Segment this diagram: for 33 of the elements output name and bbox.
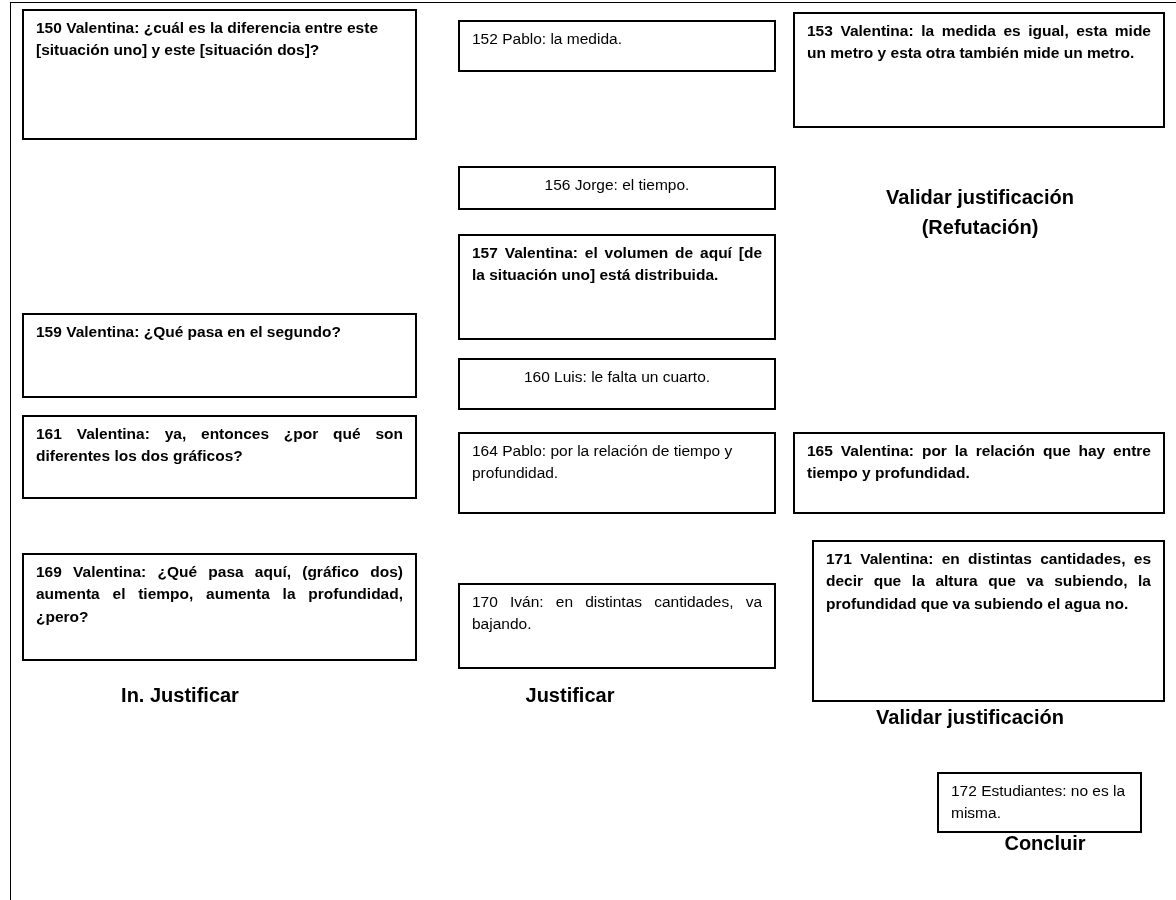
text-box [812,540,1165,702]
text-box [458,166,776,210]
dialogue-text: 171 Valentina: en distintas cantidades, es decir que la altura que va subiendo, la profundidad que va subiendo el agua no. [826,549,1151,614]
dialogue-text: 172 Estudiantes: no es la misma. [951,781,1127,824]
dialogue-text: 156 Jorge: el tiempo. [543,175,691,195]
dialogue-text: 169 Valentina: ¿Qué pasa aquí, (gráfico dos) aumenta el tiempo, aumenta la profundidad, ¿pero? [36,562,403,627]
text-box [22,415,417,499]
text-box [22,553,417,661]
category-label: In. Justificar [120,683,240,708]
text-box [458,20,776,72]
text-box [793,432,1165,514]
dialogue-text: 161 Valentina: ya, entonces ¿por qué son diferentes los dos gráficos? [36,424,403,467]
dialogue-text: 170 Iván: en distintas cantidades, va bajando. [472,592,762,635]
text-box [937,772,1142,833]
text-box [22,313,417,398]
text-box [458,234,776,340]
dialogue-text: 153 Valentina: la medida es igual, esta mide un metro y esta otra también mide un metro. [807,21,1151,64]
dialogue-text: 150 Valentina: ¿cuál es la diferencia entre este [situación uno] y este [situación dos]? [36,18,380,61]
dialogue-text: 159 Valentina: ¿Qué pasa en el segundo? [36,322,342,342]
category-label: Concluir [1003,831,1087,856]
dialogue-text: 165 Valentina: por la relación que hay entre tiempo y profundidad. [807,441,1151,484]
text-box [458,432,776,514]
dialogue-text: 164 Pablo: por la relación de tiempo y profundidad. [472,441,734,484]
category-label: Validar justificación (Refutación) [885,185,1075,240]
dialogue-text: 152 Pablo: la medida. [472,29,623,49]
category-label: Justificar [524,683,616,708]
text-box [793,12,1165,128]
dialogue-text: 157 Valentina: el volumen de aquí [de la situación uno] está distribuida. [472,243,762,286]
category-label: Validar justificación [875,705,1065,730]
dialogue-text: 160 Luis: le falta un cuarto. [522,367,712,387]
text-box [458,583,776,669]
text-box [22,9,417,140]
text-box [458,358,776,410]
